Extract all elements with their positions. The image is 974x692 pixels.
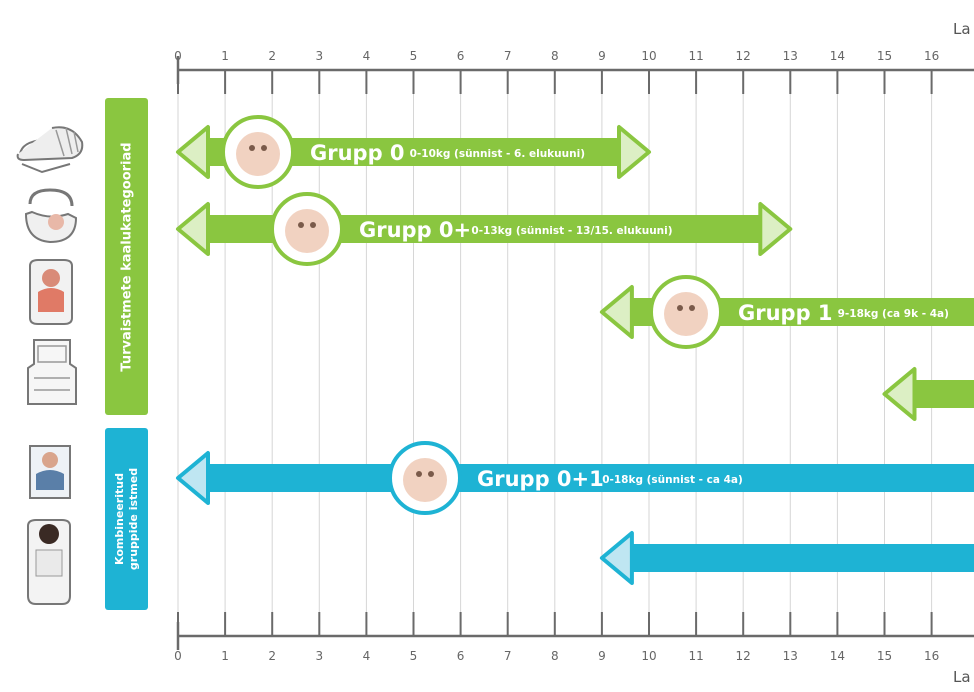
bar-right-arrowhead — [758, 202, 793, 256]
bar-body — [914, 380, 974, 408]
bar-detail: 0-18kg (sünnist - ca 4a) — [602, 474, 743, 486]
two-children-photo-skin — [403, 458, 447, 502]
axis-tick-label: 6 — [457, 49, 465, 63]
axis-unit-top: La — [953, 20, 971, 38]
axis-tick-label: 14 — [830, 49, 845, 63]
two-children-photo-eye — [416, 471, 422, 477]
axis-tick-label: 1 — [221, 649, 229, 663]
bar-left-arrowhead — [176, 125, 210, 179]
bar-left-arrowhead — [599, 285, 634, 339]
axis-tick-label: 15 — [877, 49, 892, 63]
axis-tick-label: 12 — [736, 649, 751, 663]
axis-tick-label: 5 — [410, 649, 418, 663]
bar-grupp-2 — [882, 367, 974, 421]
axis-tick-label: 14 — [830, 649, 845, 663]
axis-tick-label: 12 — [736, 49, 751, 63]
toddler-photo-skin — [664, 292, 708, 336]
bar-detail: 0-13kg (sünnist - 13/15. elukuuni) — [471, 225, 672, 237]
bar-detail: 0-10kg (sünnist - 6. elukuuni) — [410, 148, 585, 160]
axis-tick-label: 15 — [877, 649, 892, 663]
bar-body — [631, 544, 974, 572]
bar-title: Grupp 1 — [738, 301, 833, 325]
harness-seat-icon — [29, 259, 73, 325]
axis-tick-label: 7 — [504, 649, 512, 663]
bar-title: Grupp 0+ — [359, 218, 471, 242]
axis-tick-label: 0 — [174, 49, 182, 63]
baby-sitting-photo-skin — [285, 209, 329, 253]
axis-tick-label: 1 — [221, 49, 229, 63]
baby-sitting-photo-eye — [298, 222, 304, 228]
toddler-photo-eye — [677, 305, 683, 311]
combo-seat-dark-icon — [27, 519, 71, 605]
axis-tick-label: 10 — [641, 649, 656, 663]
bar-left-arrowhead — [599, 531, 634, 585]
axis-tick-label: 5 — [410, 49, 418, 63]
carrycot-icon — [16, 126, 84, 174]
axis-tick-label: 8 — [551, 649, 559, 663]
weight-categories-label: Turvaistmete kaalukategooriad — [105, 98, 148, 415]
bar-grupp-0p: Grupp 0+0-13kg (sünnist - 13/15. elukuun… — [176, 192, 793, 266]
toddler-photo-eye — [689, 305, 695, 311]
bar-detail: 9-18kg (ca 9k - 4a) — [838, 308, 949, 320]
axis-tick-label: 16 — [924, 649, 939, 663]
axis-tick-label: 4 — [363, 649, 371, 663]
bar-body — [208, 464, 974, 492]
bar-right-arrowhead — [617, 125, 651, 179]
axis-unit-bottom: La — [953, 668, 971, 686]
bar-title: Grupp 0+1 — [477, 467, 604, 491]
axis-tick-label: 11 — [688, 649, 703, 663]
bar-grupp-1: Grupp 1 9-18kg (ca 9k - 4a) — [599, 275, 974, 349]
baby-lying-photo-skin — [236, 132, 280, 176]
bar-grupp-0: Grupp 0 0-10kg (sünnist - 6. elukuuni) — [176, 115, 651, 189]
axis-tick-label: 6 — [457, 649, 465, 663]
baby-sitting-photo-eye — [310, 222, 316, 228]
axis-tick-label: 10 — [641, 49, 656, 63]
bar-combo-2 — [599, 531, 974, 585]
axis-tick-label: 3 — [315, 49, 323, 63]
axis-tick-label: 7 — [504, 49, 512, 63]
axis-tick-label: 11 — [688, 49, 703, 63]
bar-left-arrowhead — [882, 367, 917, 421]
axis-tick-label: 9 — [598, 649, 606, 663]
baby-lying-photo-eye — [261, 145, 267, 151]
booster-seat-icon — [27, 339, 77, 405]
two-children-photo-eye — [428, 471, 434, 477]
axis-tick-label: 13 — [783, 649, 798, 663]
baby-lying-photo-eye — [249, 145, 255, 151]
axis-tick-label: 0 — [174, 649, 182, 663]
axis-tick-label: 9 — [598, 49, 606, 63]
infant-carrier-icon — [24, 188, 78, 244]
axis-tick-label: 2 — [268, 649, 276, 663]
combo-seat-child-icon — [29, 445, 71, 499]
combined-groups-label: Kombineeritud gruppide istmed — [105, 428, 148, 610]
axis-tick-label: 13 — [783, 49, 798, 63]
bar-left-arrowhead — [176, 451, 210, 505]
bar-grupp-01: Grupp 0+10-18kg (sünnist - ca 4a) — [176, 441, 974, 515]
axis-tick-label: 4 — [363, 49, 371, 63]
bar-left-arrowhead — [176, 202, 210, 256]
axis-tick-label: 8 — [551, 49, 559, 63]
axis-tick-label: 2 — [268, 49, 276, 63]
axis-tick-label: 16 — [924, 49, 939, 63]
axis-tick-label: 3 — [315, 649, 323, 663]
bar-title: Grupp 0 — [310, 141, 405, 165]
